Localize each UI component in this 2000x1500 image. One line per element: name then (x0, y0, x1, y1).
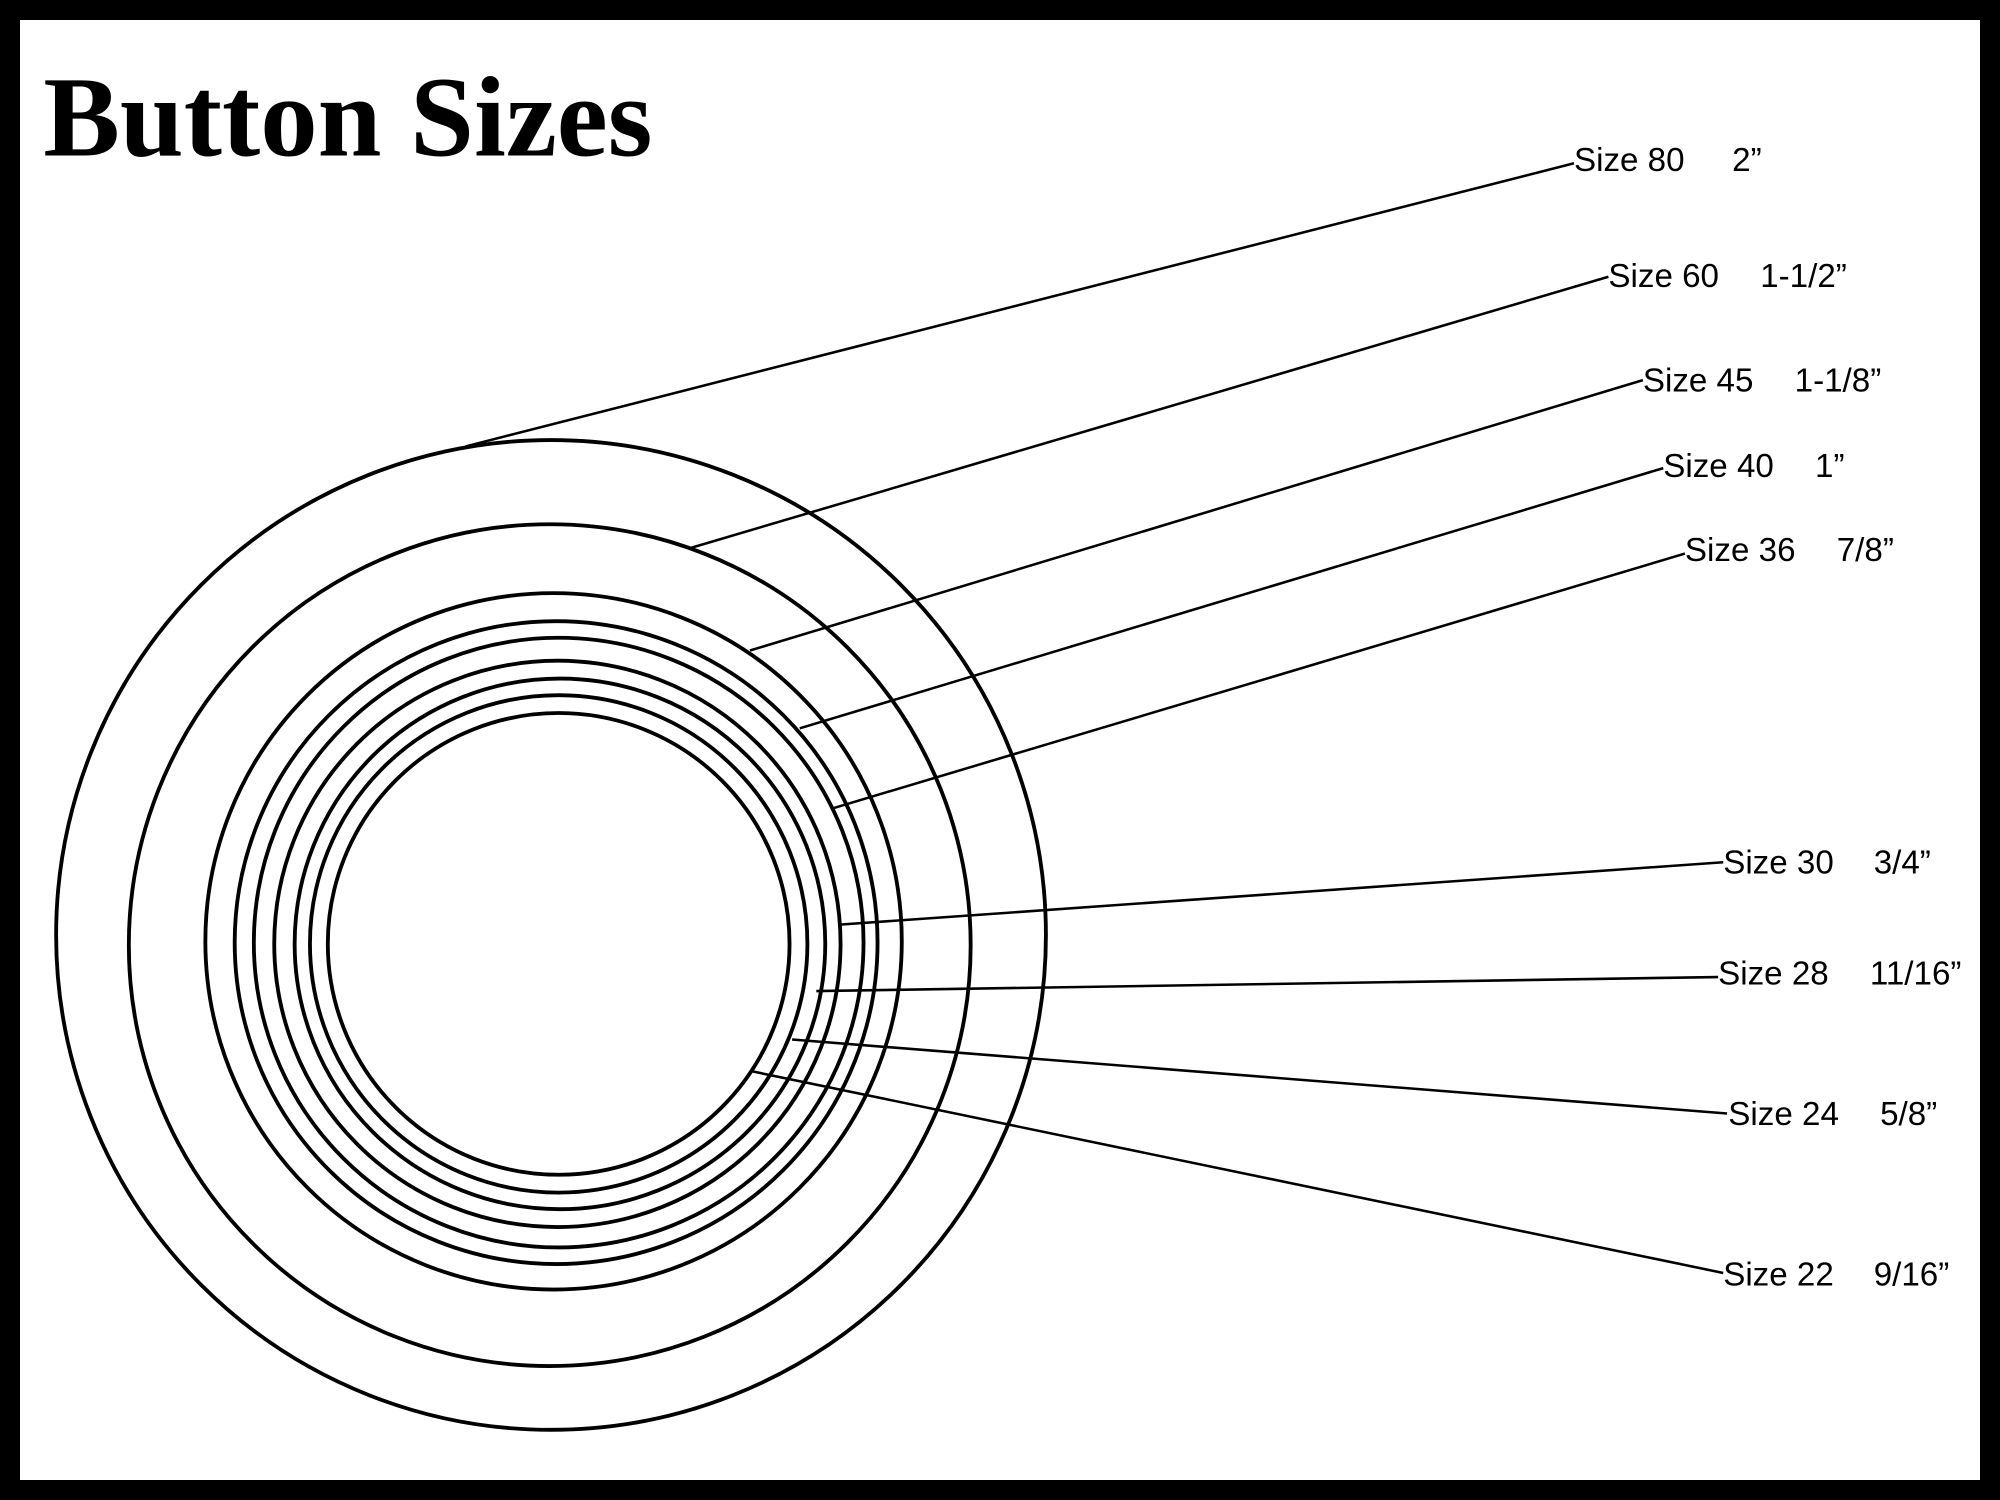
size-label: Size 24 (1728, 1096, 1839, 1133)
size-label: Size 36 (1685, 532, 1796, 569)
inch-label: 3/4” (1874, 845, 1931, 882)
circle-size-30 (272, 658, 843, 1229)
leader-size-40 (799, 466, 1664, 730)
circle-size-24 (308, 693, 810, 1195)
circle-size-28 (292, 676, 828, 1212)
leader-size-30 (837, 860, 1724, 927)
leader-size-24 (791, 1038, 1728, 1115)
inch-label: 9/16” (1874, 1257, 1950, 1294)
inch-label: 2” (1732, 142, 1761, 179)
circle-size-80 (54, 438, 1048, 1432)
size-label: Size 60 (1608, 258, 1719, 295)
inch-label: 5/8” (1880, 1096, 1937, 1133)
inch-label: 1” (1815, 448, 1844, 485)
size-label: Size 22 (1723, 1257, 1834, 1294)
inch-label: 7/8” (1837, 532, 1894, 569)
circle-size-45 (203, 591, 904, 1292)
size-label: Size 40 (1663, 448, 1774, 485)
circle-size-40 (232, 619, 880, 1266)
page-title: Button Sizes (43, 54, 652, 181)
circle-size-22 (325, 711, 792, 1177)
leader-size-28 (816, 975, 1719, 993)
size-label: Size 45 (1643, 363, 1754, 400)
circle-size-36 (251, 635, 866, 1250)
circle-size-60 (126, 522, 973, 1368)
inch-label: 1-1/2” (1760, 258, 1847, 295)
inch-label: 1-1/8” (1795, 363, 1882, 400)
inch-label: 11/16” (1870, 956, 1962, 993)
leader-size-36 (831, 552, 1686, 810)
leader-size-22 (752, 1070, 1724, 1275)
size-label: Size 30 (1723, 845, 1834, 882)
size-label: Size 80 (1574, 142, 1685, 179)
leader-size-80 (465, 162, 1575, 448)
leader-size-60 (688, 275, 1609, 550)
leader-size-45 (749, 378, 1644, 652)
size-label: Size 28 (1718, 956, 1829, 993)
